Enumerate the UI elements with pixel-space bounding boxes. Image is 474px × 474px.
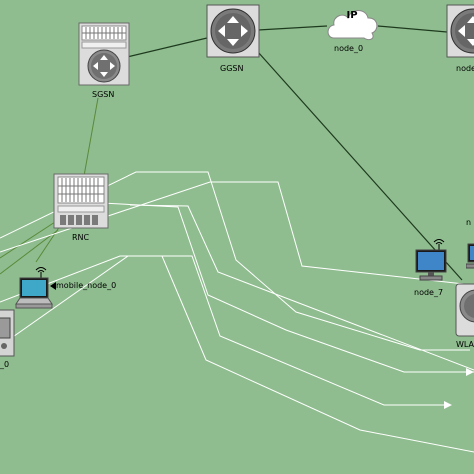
- packet-path-6: [129, 204, 474, 371]
- node-7-label: node_7: [414, 288, 444, 297]
- link-ip-router[interactable]: [377, 25, 448, 33]
- left-edge-node[interactable]: _0: [0, 308, 20, 374]
- ip-cloud-node[interactable]: IP node_0: [324, 4, 380, 54]
- ggsn-label: GGSN: [220, 64, 244, 73]
- packet-path-1: [0, 171, 470, 351]
- right-edge-node-label: n: [466, 218, 472, 227]
- packet-paths: [0, 171, 474, 453]
- node-7[interactable]: node_7: [412, 234, 456, 300]
- ip-cloud-label: node_0: [334, 44, 364, 53]
- laptop-wireless-icon: [15, 267, 53, 309]
- link-rnc-left-b[interactable]: [0, 229, 59, 275]
- ggsn-node[interactable]: GGSN: [206, 4, 260, 74]
- desktop-icon: [466, 243, 474, 269]
- left-edge-node-label: _0: [0, 360, 10, 369]
- wlan-node[interactable]: WLA: [454, 280, 474, 354]
- packet-path-3: [101, 202, 474, 373]
- packet-path-5: [0, 255, 474, 453]
- sgsn-node[interactable]: SGSN: [76, 22, 132, 99]
- mobile-node-0[interactable]: mobile_node_0: [14, 260, 134, 312]
- rnc-node[interactable]: RNC: [52, 173, 110, 245]
- link-sgsn-rnc[interactable]: [83, 97, 99, 177]
- router-right-node[interactable]: node: [446, 4, 474, 74]
- ip-cloud-text: IP: [346, 10, 358, 21]
- selection-marker-icon: [50, 282, 56, 290]
- access-point-icon: [455, 283, 474, 337]
- device-icon: [0, 309, 15, 357]
- right-edge-node[interactable]: n: [462, 214, 474, 278]
- sgsn-label: SGSN: [92, 90, 115, 99]
- rnc-label: RNC: [72, 233, 90, 242]
- router-icon: [206, 4, 260, 58]
- desktop-wireless-icon: [415, 239, 447, 281]
- ip-cloud-icon: [327, 10, 378, 41]
- link-ggsn-ip[interactable]: [257, 25, 328, 31]
- router-icon: [446, 4, 474, 58]
- link-sgsn-ggsn[interactable]: [126, 37, 208, 58]
- router-right-label: node: [456, 64, 474, 73]
- packet-arrowhead-2: [466, 368, 474, 376]
- rnc-server-icon: [53, 173, 109, 229]
- wlan-label: WLA: [456, 340, 474, 349]
- packet-arrowhead-1: [444, 401, 452, 409]
- mobile-node-0-label: mobile_node_0: [56, 281, 117, 290]
- sgsn-server-router-icon: [78, 22, 130, 86]
- packet-path-4: [0, 255, 444, 406]
- link-rnc-left-a[interactable]: [0, 221, 56, 259]
- link-ggsn-wlan[interactable]: [257, 51, 463, 281]
